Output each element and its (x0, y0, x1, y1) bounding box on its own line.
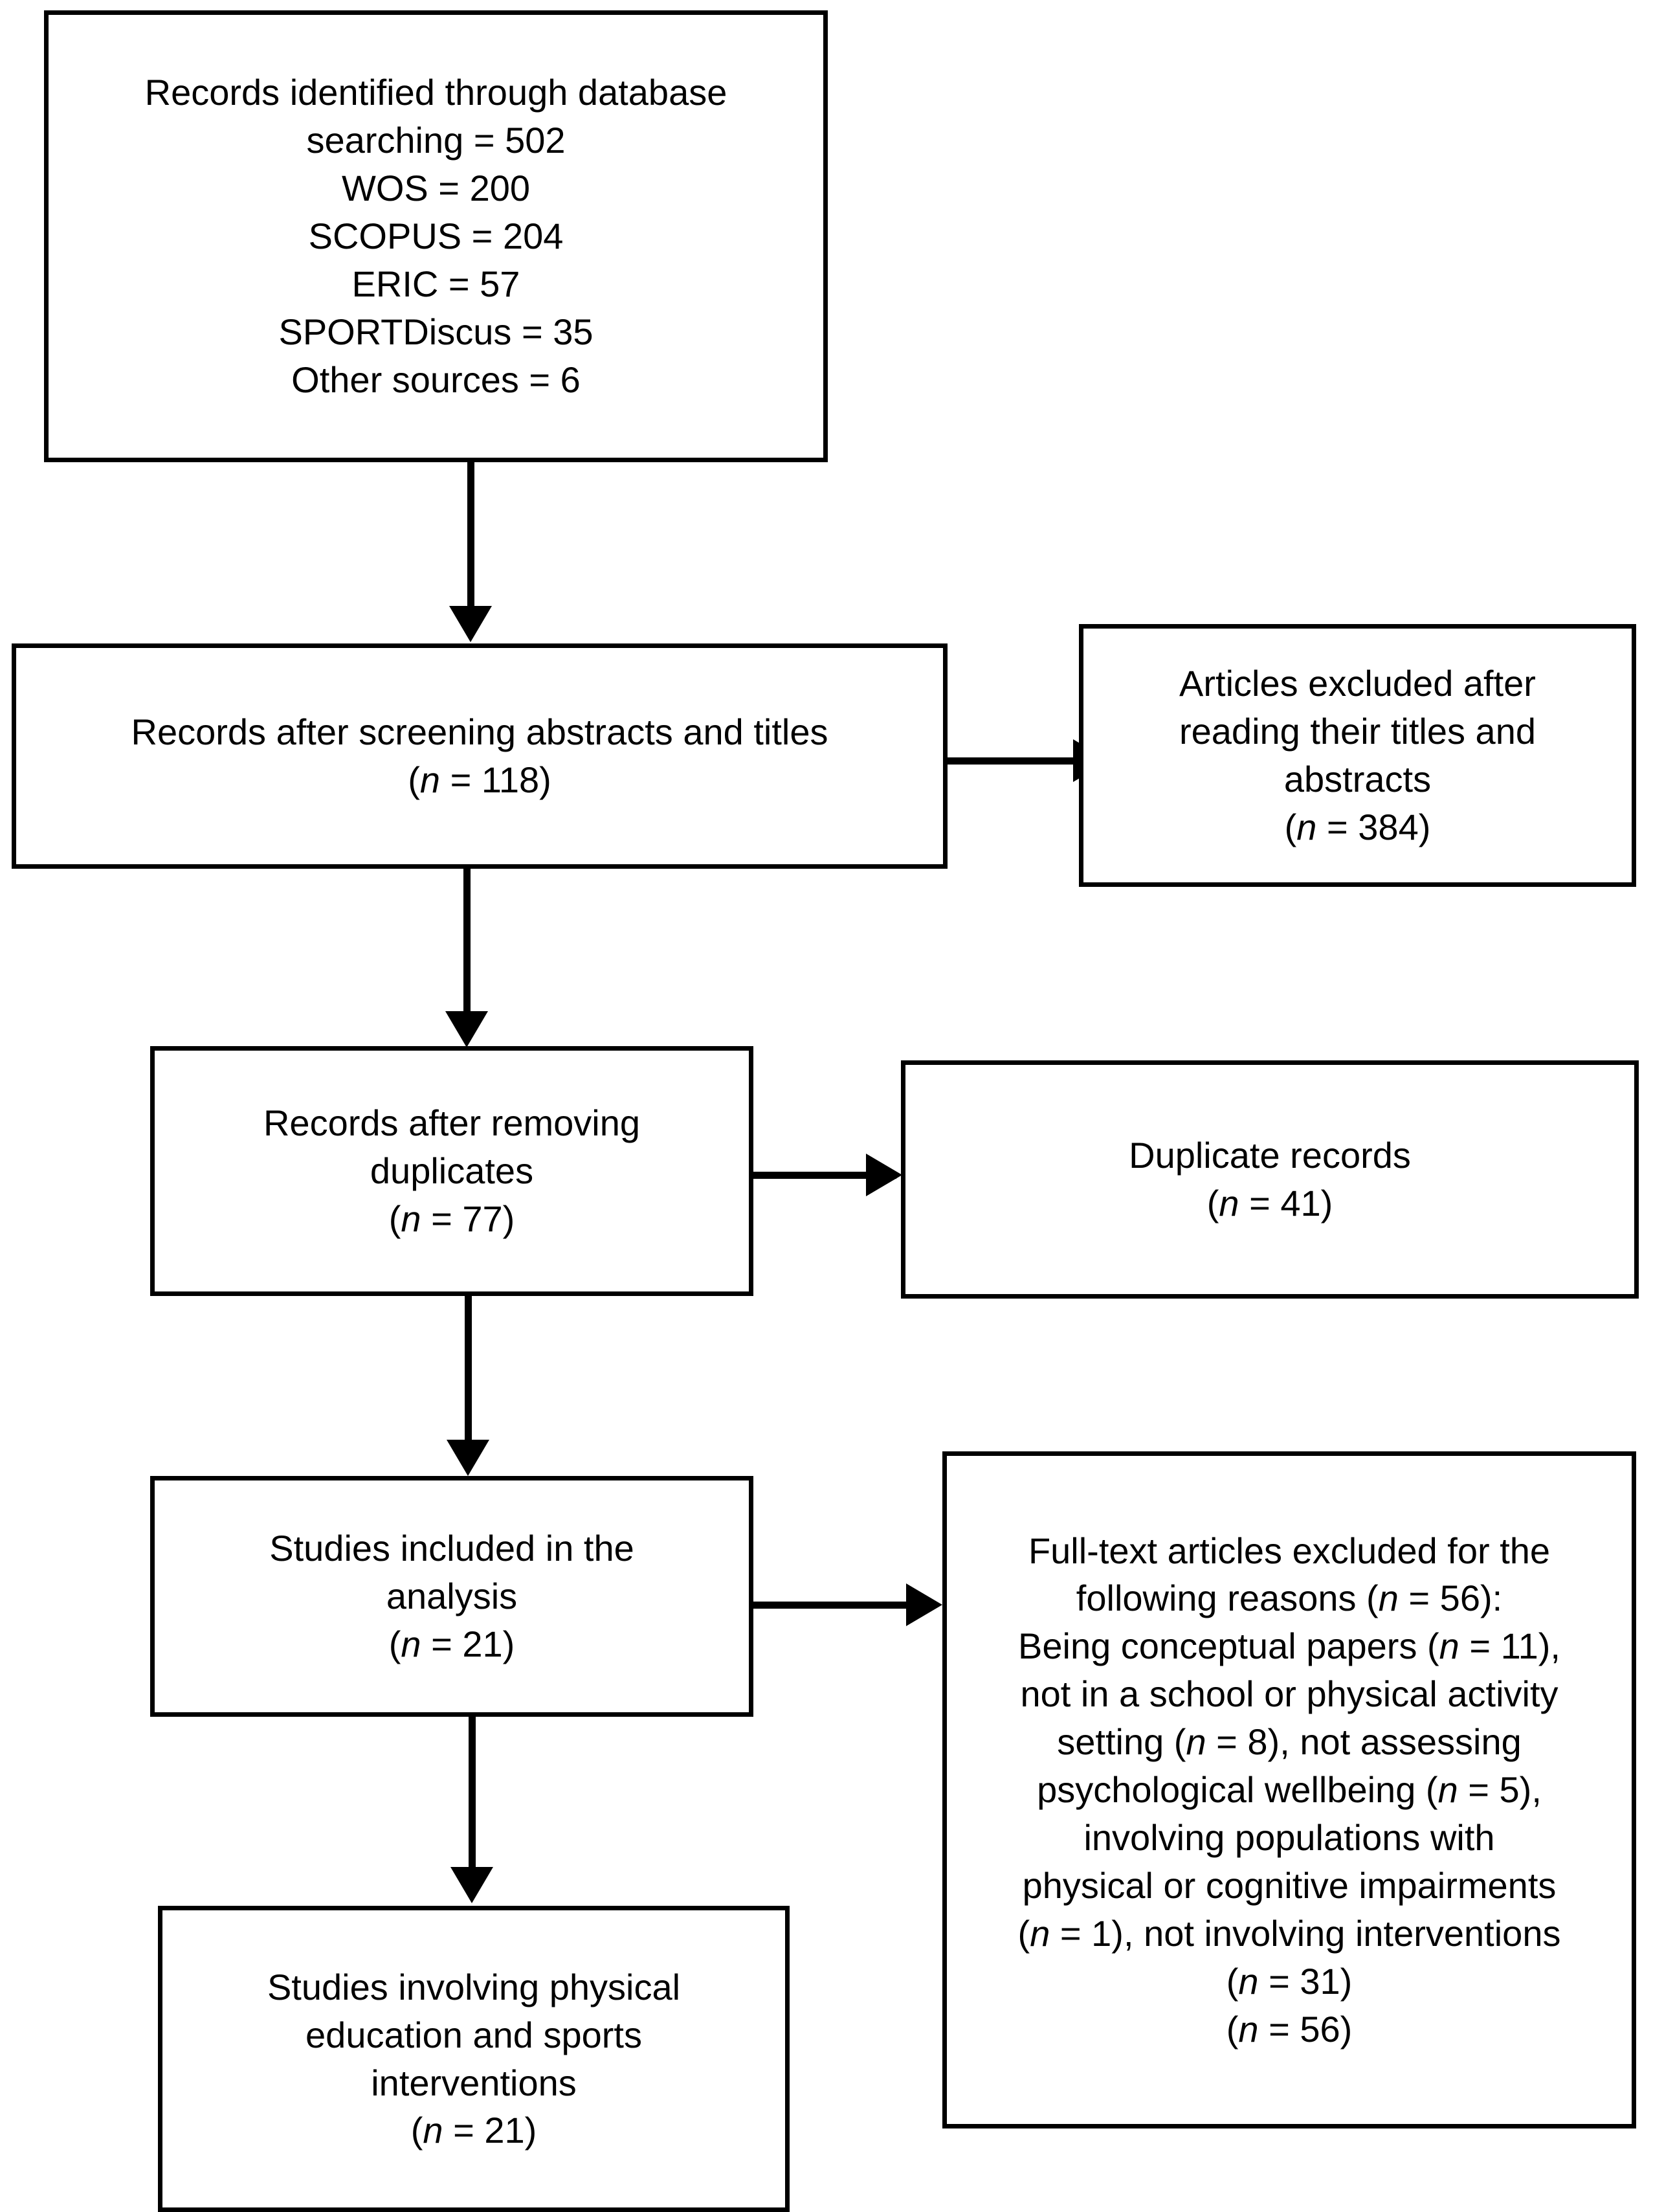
box-studies-included-analysis: Studies included in the analysis (n = 21… (150, 1476, 753, 1717)
fulltext-l10-n-symbol: n (1238, 1960, 1259, 2002)
fulltext-l10-prefix: ( (1226, 1960, 1239, 2002)
pe-sports-line-2: education and sports (305, 2014, 642, 2055)
duplicate-records-n-value: = 41) (1239, 1183, 1333, 1223)
fulltext-excluded-line-3: Being conceptual papers (n = 11), (1018, 1622, 1560, 1670)
fulltext-l2-n-symbol: n (1378, 1578, 1399, 1619)
box-studies-pe-sports-interventions: Studies involving physical education and… (158, 1906, 790, 2212)
screening-count: (n = 118) (408, 756, 551, 804)
arrow-down-icon-duplicates-to-included (447, 1440, 489, 1476)
connector-duplicates-to-included-line (465, 1293, 472, 1447)
connector-screening-to-duplicates-line (463, 865, 471, 1019)
fulltext-excluded-line-5: setting (n = 8), not assessing (1057, 1718, 1522, 1766)
fulltext-excluded-line-1: Full-text articles excluded for the (1028, 1530, 1551, 1571)
fulltext-l6-prefix: psychological wellbeing ( (1037, 1769, 1438, 1811)
fulltext-l11-prefix: ( (1226, 2008, 1239, 2050)
fulltext-l2-prefix: following reasons ( (1076, 1578, 1379, 1619)
connector-included-to-pe-sports-line (469, 1714, 476, 1875)
pe-sports-n-symbol: n (423, 2110, 443, 2151)
excluded-abstracts-count: (n = 384) (1285, 803, 1431, 851)
studies-included-count: (n = 21) (389, 1620, 515, 1668)
fulltext-l6-n-symbol: n (1437, 1769, 1458, 1811)
fulltext-excluded-line-8: physical or cognitive impairments (1022, 1864, 1557, 1906)
fulltext-l3-prefix: Being conceptual papers ( (1018, 1625, 1439, 1667)
fulltext-l11-n-symbol: n (1238, 2008, 1259, 2050)
arrow-down-icon-included-to-pe-sports (450, 1867, 493, 1903)
fulltext-l3-n-symbol: n (1439, 1625, 1459, 1667)
studies-included-line-2: analysis (386, 1576, 518, 1617)
arrow-down-icon-screening-to-duplicates (445, 1011, 488, 1047)
studies-included-n-symbol: n (401, 1623, 421, 1664)
box-records-after-removing-duplicates: Records after removing duplicates (n = 7… (150, 1046, 753, 1296)
pe-sports-line-1: Studies involving physical (267, 1966, 681, 2007)
duplicates-removed-line-2: duplicates (370, 1150, 534, 1192)
screening-line-1: Records after screening abstracts and ti… (131, 711, 828, 753)
pe-sports-line-3: interventions (371, 2062, 577, 2103)
screening-n-value: = 118) (440, 759, 551, 800)
identification-line-4: SCOPUS = 204 (308, 216, 564, 257)
fulltext-excluded-line-11: (n = 56) (1226, 2005, 1353, 2053)
fulltext-excluded-line-10: (n = 31) (1226, 1958, 1353, 2005)
box-duplicate-records: Duplicate records (n = 41) (901, 1060, 1639, 1299)
fulltext-l2-suffix: = 56): (1398, 1578, 1503, 1619)
duplicates-removed-n-symbol: n (401, 1198, 421, 1239)
duplicates-removed-n-value: = 77) (421, 1198, 515, 1239)
fulltext-l5-n-symbol: n (1186, 1721, 1206, 1763)
screening-n-symbol: n (419, 759, 441, 800)
excluded-abstracts-line-1: Articles excluded after (1179, 663, 1536, 704)
arrow-right-icon-duplicates-to-duplicate-records (866, 1154, 902, 1196)
identification-line-3: WOS = 200 (341, 168, 531, 209)
duplicate-records-paren-open: ( (1206, 1183, 1219, 1223)
box-records-identified: Records identified through database sear… (44, 10, 828, 462)
identification-line-2: searching = 502 (306, 120, 566, 161)
fulltext-l11-suffix: = 56) (1258, 2008, 1353, 2050)
fulltext-excluded-line-4: not in a school or physical activity (1020, 1673, 1559, 1715)
screening-paren-open: ( (408, 759, 420, 800)
fulltext-excluded-line-6: psychological wellbeing (n = 5), (1037, 1766, 1542, 1814)
connector-identification-to-screening-line (467, 458, 474, 614)
pe-sports-paren-open: ( (410, 2110, 423, 2151)
studies-included-line-1: Studies included in the (269, 1528, 634, 1569)
studies-included-paren-open: ( (388, 1623, 401, 1664)
excluded-abstracts-paren-open: ( (1284, 806, 1297, 847)
excluded-abstracts-line-2: reading their titles and (1179, 711, 1536, 752)
fulltext-l5-prefix: setting ( (1057, 1721, 1186, 1763)
fulltext-excluded-line-9: (n = 1), not involving interventions (1018, 1910, 1561, 1958)
duplicate-records-n-symbol: n (1219, 1183, 1239, 1223)
excluded-abstracts-line-3: abstracts (1283, 759, 1432, 799)
pe-sports-n-value: = 21) (443, 2110, 537, 2151)
duplicates-removed-line-1: Records after removing (263, 1102, 640, 1144)
identification-line-7: Other sources = 6 (291, 359, 581, 400)
studies-included-n-value: = 21) (421, 1623, 515, 1664)
fulltext-l9-suffix: = 1), not involving interventions (1050, 1912, 1561, 1954)
fulltext-l9-prefix: ( (1017, 1912, 1030, 1954)
fulltext-l10-suffix: = 31) (1258, 1960, 1353, 2002)
box-records-after-screening: Records after screening abstracts and ti… (12, 643, 948, 869)
duplicate-records-count: (n = 41) (1207, 1179, 1333, 1227)
box-fulltext-articles-excluded: Full-text articles excluded for the foll… (942, 1451, 1636, 2128)
fulltext-excluded-line-2: following reasons (n = 56): (1076, 1574, 1502, 1622)
excluded-abstracts-n-symbol: n (1296, 806, 1317, 847)
connector-duplicates-to-duplicate-records-line (751, 1172, 896, 1179)
identification-line-5: ERIC = 57 (351, 263, 520, 304)
pe-sports-count: (n = 21) (411, 2106, 537, 2154)
fulltext-l9-n-symbol: n (1030, 1912, 1050, 1954)
duplicates-removed-count: (n = 77) (389, 1195, 515, 1243)
arrow-down-icon-identification-to-screening (449, 606, 492, 642)
fulltext-l5-suffix: = 8), not assessing (1206, 1721, 1522, 1763)
arrow-right-icon-included-to-fulltext-excluded (906, 1583, 942, 1626)
duplicates-removed-paren-open: ( (388, 1198, 401, 1239)
duplicate-records-line-1: Duplicate records (1129, 1135, 1411, 1176)
connector-included-to-fulltext-excluded-line (749, 1602, 911, 1609)
fulltext-excluded-line-7: involving populations with (1083, 1816, 1495, 1858)
identification-line-1: Records identified through database (144, 72, 727, 113)
box-articles-excluded-abstracts: Articles excluded after reading their ti… (1079, 624, 1636, 887)
connector-screening-to-excluded-line (945, 757, 1082, 765)
identification-line-6: SPORTDiscus = 35 (278, 311, 594, 352)
excluded-abstracts-n-value: = 384) (1316, 806, 1431, 847)
fulltext-l6-suffix: = 5), (1458, 1769, 1542, 1811)
fulltext-l3-suffix: = 11), (1459, 1625, 1560, 1667)
